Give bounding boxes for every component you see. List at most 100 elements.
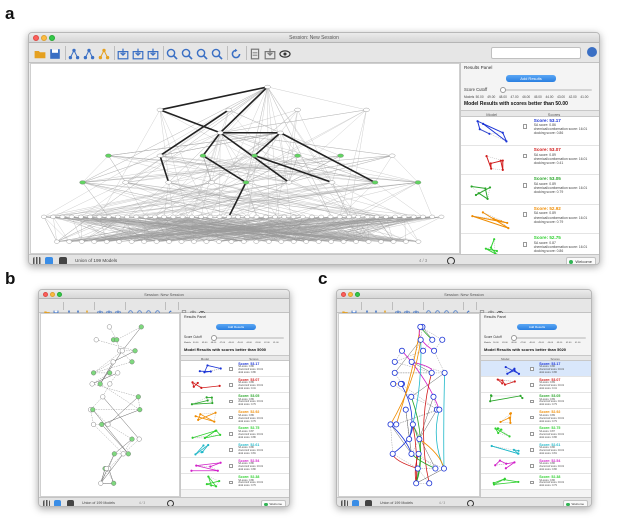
network-export-icon[interactable] (413, 303, 419, 316)
close-window-button[interactable] (43, 292, 48, 297)
zoom-selected-icon[interactable] (211, 47, 223, 60)
select-model-checkbox[interactable] (530, 399, 534, 404)
layout-hierarchy-icon[interactable] (75, 303, 81, 316)
notification-badge[interactable]: Welcome (565, 256, 596, 264)
eye-icon[interactable] (199, 303, 205, 315)
network-canvas[interactable] (40, 313, 180, 497)
maximize-window-button[interactable] (355, 292, 360, 297)
zoom-selected-icon[interactable] (155, 303, 161, 316)
layout-hierarchy-icon[interactable] (373, 303, 379, 316)
image-export-icon[interactable] (190, 303, 196, 316)
select-model-checkbox[interactable] (229, 431, 233, 436)
navigator-icon[interactable] (467, 500, 474, 506)
folder-open-icon[interactable] (342, 303, 348, 316)
add-results-button[interactable]: Add Results (216, 323, 256, 331)
zoom-fit-icon[interactable] (444, 303, 450, 316)
navigator-icon[interactable] (167, 500, 174, 506)
notification-badge[interactable]: Welcome (562, 499, 588, 506)
refresh-icon[interactable] (230, 47, 242, 59)
select-model-checkbox[interactable] (229, 399, 233, 404)
layout-hierarchy-icon[interactable] (83, 47, 95, 60)
save-icon[interactable] (53, 303, 59, 316)
search-input[interactable] (491, 47, 581, 59)
minimize-window-button[interactable] (41, 35, 47, 41)
zoom-out-icon[interactable] (181, 47, 193, 60)
grid-view-icon[interactable] (43, 500, 50, 506)
layout-circle-icon[interactable] (84, 303, 90, 316)
table-import-icon[interactable] (106, 303, 112, 316)
select-model-checkbox[interactable] (229, 415, 233, 420)
zoom-fit-icon[interactable] (146, 303, 152, 316)
network-import-icon[interactable] (117, 47, 129, 60)
network-import-icon[interactable] (97, 303, 103, 316)
notification-badge[interactable]: Welcome (260, 499, 286, 506)
network-export-icon[interactable] (147, 47, 159, 60)
document-icon[interactable] (181, 303, 187, 316)
close-window-button[interactable] (341, 292, 346, 297)
folder-open-icon[interactable] (34, 47, 46, 59)
expand-icon[interactable] (67, 500, 74, 506)
slider-thumb[interactable] (211, 334, 218, 341)
grid-view-icon[interactable] (341, 500, 348, 506)
layout-circle-icon[interactable] (382, 303, 388, 316)
title-bar[interactable]: Session: New Session (39, 290, 289, 299)
select-model-checkbox[interactable] (522, 153, 528, 159)
image-export-icon[interactable] (264, 47, 276, 60)
image-export-icon[interactable] (488, 303, 494, 316)
help-icon[interactable] (587, 47, 597, 57)
select-model-checkbox[interactable] (530, 464, 534, 468)
slider-thumb[interactable] (500, 87, 507, 94)
score-cutoff-slider[interactable] (500, 87, 592, 94)
grid-view-icon[interactable] (33, 257, 41, 264)
select-model-checkbox[interactable] (530, 383, 534, 387)
select-model-checkbox[interactable] (229, 367, 233, 371)
zoom-in-icon[interactable] (128, 303, 134, 316)
save-icon[interactable] (49, 47, 61, 59)
selection-mode-icon[interactable] (54, 500, 61, 506)
layout-tree-icon[interactable] (68, 47, 80, 60)
zoom-selected-icon[interactable] (453, 303, 459, 316)
refresh-icon[interactable] (168, 303, 174, 316)
select-model-checkbox[interactable] (522, 241, 528, 247)
selection-mode-icon[interactable] (45, 257, 53, 264)
select-model-checkbox[interactable] (522, 212, 528, 218)
close-window-button[interactable] (33, 35, 39, 41)
select-model-checkbox[interactable] (229, 383, 233, 387)
zoom-out-icon[interactable] (137, 303, 143, 316)
navigator-icon[interactable] (447, 257, 455, 264)
table-import-icon[interactable] (132, 47, 144, 60)
zoom-in-icon[interactable] (166, 47, 178, 60)
title-bar[interactable]: Session: New Session (337, 290, 591, 299)
zoom-fit-icon[interactable] (196, 47, 208, 60)
score-cutoff-slider[interactable] (211, 334, 284, 341)
refresh-icon[interactable] (466, 303, 472, 316)
document-icon[interactable] (479, 303, 485, 316)
select-model-checkbox[interactable] (530, 480, 534, 485)
maximize-window-button[interactable] (57, 292, 62, 297)
expand-icon[interactable] (59, 257, 67, 264)
minimize-window-button[interactable] (50, 292, 55, 297)
title-bar[interactable]: Session: New Session (29, 33, 599, 43)
layout-tree-icon[interactable] (66, 303, 72, 316)
score-cutoff-slider[interactable] (511, 334, 586, 341)
zoom-in-icon[interactable] (426, 303, 432, 316)
save-icon[interactable] (351, 303, 357, 316)
minimize-window-button[interactable] (348, 292, 353, 297)
